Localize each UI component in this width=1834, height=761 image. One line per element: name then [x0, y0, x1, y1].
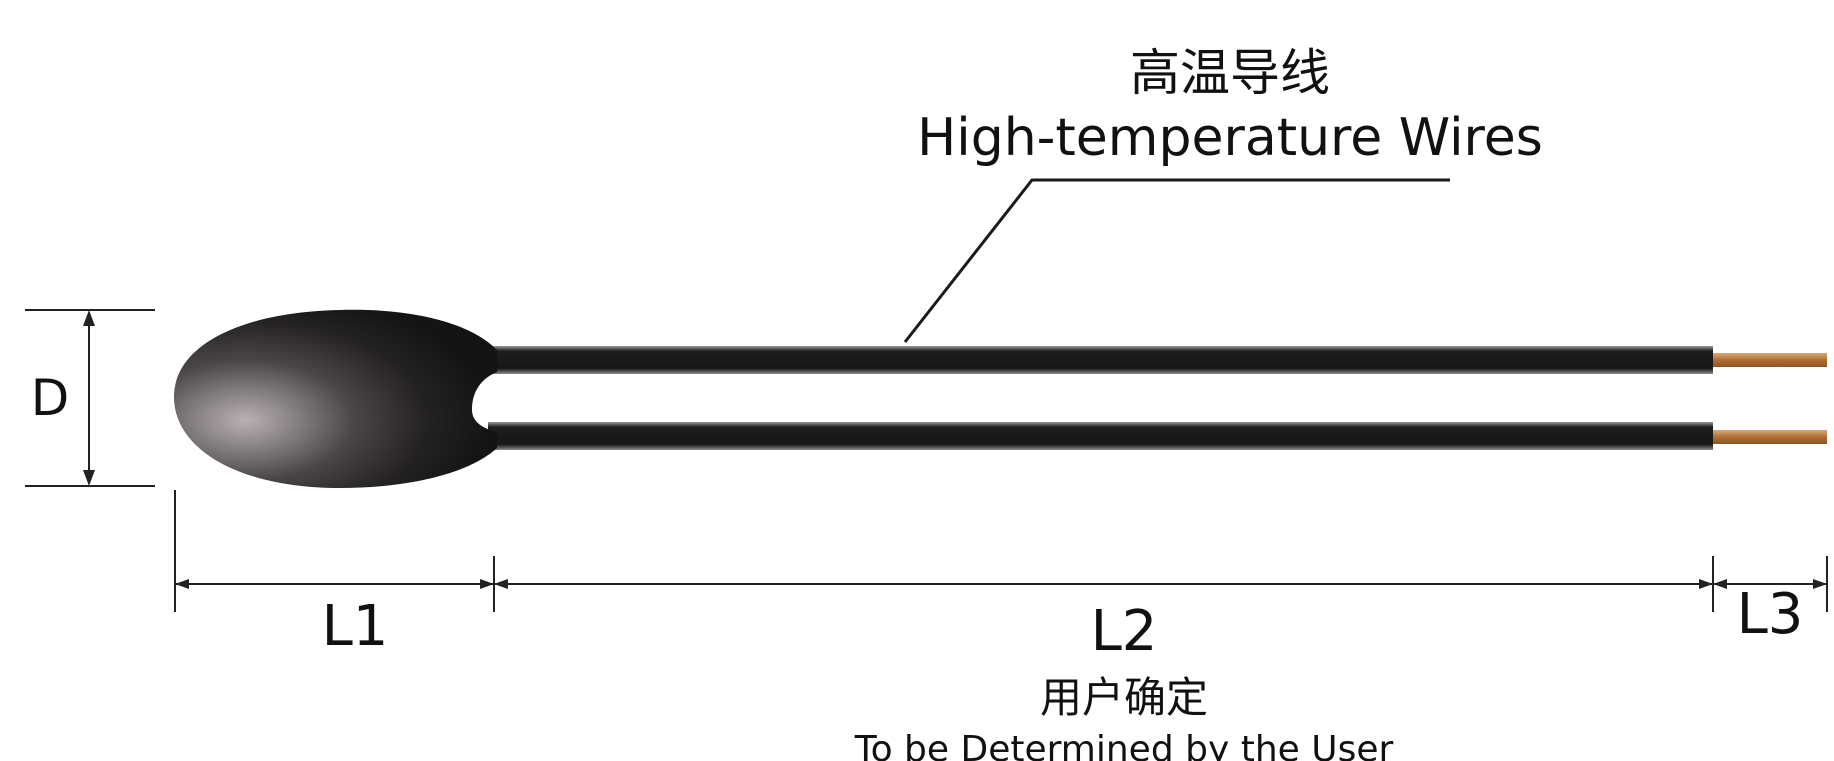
wire-top [488, 346, 1713, 374]
d-label: D [31, 369, 70, 427]
note-text-cn: 用户确定 [1040, 673, 1208, 722]
conductor-bottom [1713, 430, 1827, 444]
note-text-en: To be Determined by the User [854, 729, 1394, 761]
callout-title-cn: 高温导线 [1130, 44, 1330, 102]
conductor-top [1713, 353, 1827, 367]
l3-arrow-right [1813, 579, 1827, 589]
l1-arrow-right [480, 579, 494, 589]
d-arrow-top [83, 310, 95, 326]
l2-label: L2 [1091, 599, 1158, 664]
wire-bottom [488, 422, 1713, 450]
thermistor-bead [173, 309, 497, 488]
l1-label: L1 [322, 594, 389, 659]
l2-arrow-left [494, 579, 508, 589]
d-arrow-bottom [83, 470, 95, 486]
l3-label: L3 [1737, 582, 1804, 647]
callout-leader-line [903, 178, 1450, 343]
callout-title-en: High-temperature Wires [917, 108, 1543, 168]
l1-arrow-left [175, 579, 189, 589]
l2-arrow-right [1699, 579, 1713, 589]
l3-arrow-left [1713, 579, 1727, 589]
